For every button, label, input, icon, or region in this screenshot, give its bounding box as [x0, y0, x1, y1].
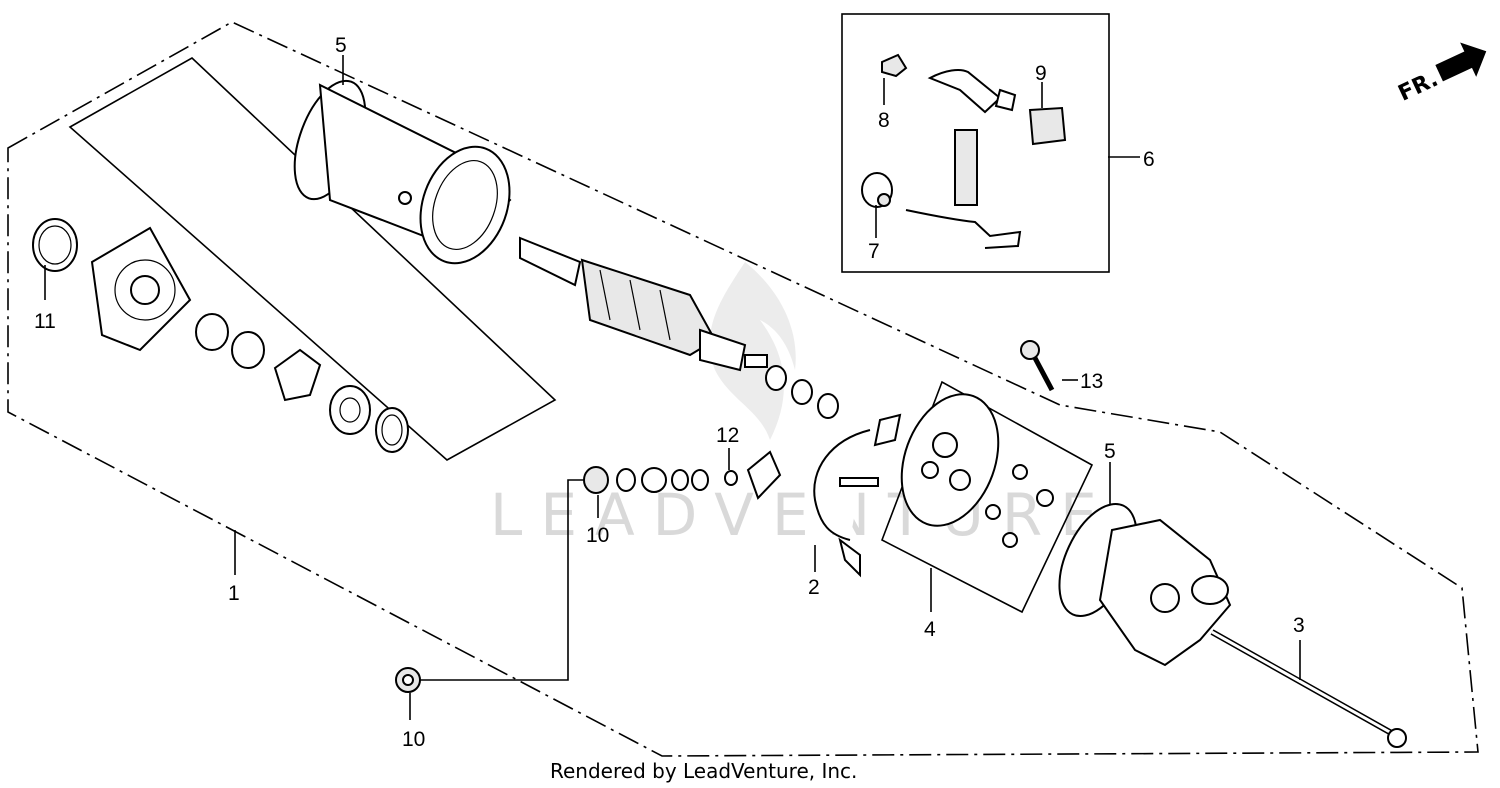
armature	[519, 236, 768, 372]
callout-1: 1	[228, 582, 240, 605]
callout-5-top: 5	[335, 34, 347, 57]
callout-3: 3	[1293, 614, 1305, 637]
armature-washers	[765, 365, 839, 419]
brush-kit-box	[841, 13, 1110, 273]
front-group-box	[68, 57, 557, 461]
callout-5-right: 5	[1104, 440, 1116, 463]
footer-credit: Rendered by LeadVenture, Inc.	[550, 759, 857, 783]
callout-10-upper: 10	[586, 524, 609, 547]
through-bolt	[1210, 629, 1407, 748]
terminal-nut-washer-stack	[583, 450, 782, 500]
callout-9: 9	[1035, 62, 1047, 85]
brush-kit-parts	[861, 53, 1067, 249]
rear-cover	[1058, 502, 1232, 667]
callout-12: 12	[716, 424, 739, 447]
front-direction-label: FR.	[1395, 67, 1442, 107]
leader-lines	[44, 55, 1301, 720]
callout-13: 13	[1080, 370, 1103, 393]
front-cover	[32, 218, 409, 453]
bolt-13	[1020, 340, 1055, 392]
front-direction-marker: FR.	[1395, 42, 1487, 107]
callout-4: 4	[924, 618, 936, 641]
callout-2: 2	[808, 576, 820, 599]
callout-10-lower: 10	[402, 728, 425, 751]
watermark-text: LEADVENTURE	[490, 481, 1115, 549]
callout-6: 6	[1143, 148, 1155, 171]
brush-holder-plate	[900, 393, 1054, 548]
callout-labels: 5 11 1 8 9 6 7 12 10 13 5 2 4 3 10	[34, 34, 1305, 751]
callout-11: 11	[34, 310, 56, 333]
yoke-housing	[293, 79, 512, 265]
callout-8: 8	[878, 109, 890, 132]
watermark: LEADVENTURE	[490, 262, 1115, 549]
terminal-nut-lower	[395, 667, 421, 693]
assembly-boundary	[7, 21, 1479, 757]
brush-holder-clip	[813, 413, 902, 578]
callout-7: 7	[868, 240, 880, 263]
